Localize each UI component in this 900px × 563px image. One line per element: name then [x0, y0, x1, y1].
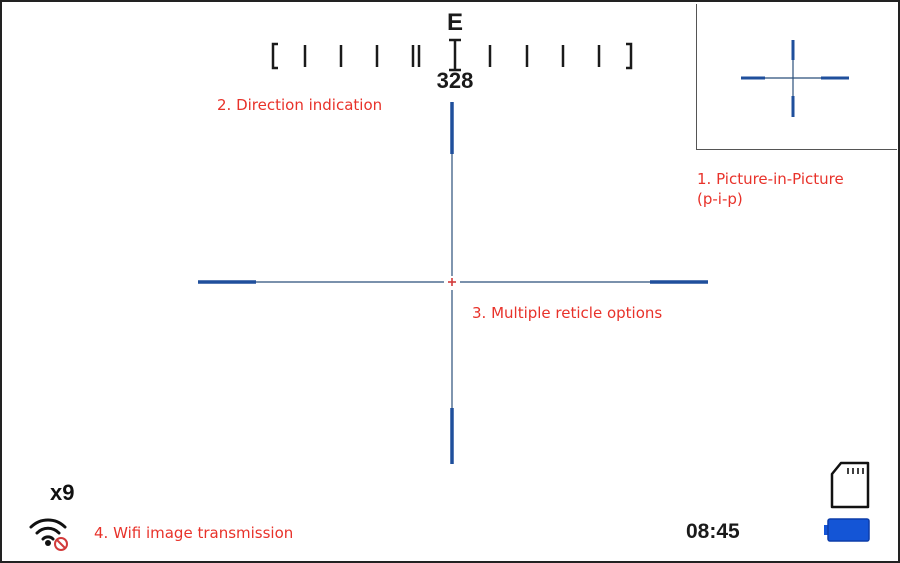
- annotation-pip-line1: 1. Picture-in-Picture: [697, 170, 844, 188]
- zoom-level: x9: [50, 480, 75, 505]
- pip-reticle: [741, 40, 849, 117]
- reticle-thick-posts: [198, 102, 708, 464]
- annotation-wifi: 4. Wifi image transmission: [94, 524, 294, 542]
- compass-heading-letter: E: [446, 9, 463, 36]
- annotation-direction: 2. Direction indication: [217, 96, 383, 114]
- reticle-center-mark: [448, 278, 456, 286]
- annotation-reticle: 3. Multiple reticle options: [472, 304, 663, 322]
- clock-time: 08:45: [686, 520, 740, 543]
- annotation-pip-line2: (p-i-p): [697, 190, 743, 208]
- compass-scale: [271, 38, 633, 72]
- compass-heading-value: 328: [436, 68, 474, 93]
- picture-in-picture-window: [696, 4, 897, 150]
- wifi-icon: [29, 518, 68, 551]
- sd-card-icon: [830, 461, 870, 509]
- battery-icon: [824, 518, 870, 542]
